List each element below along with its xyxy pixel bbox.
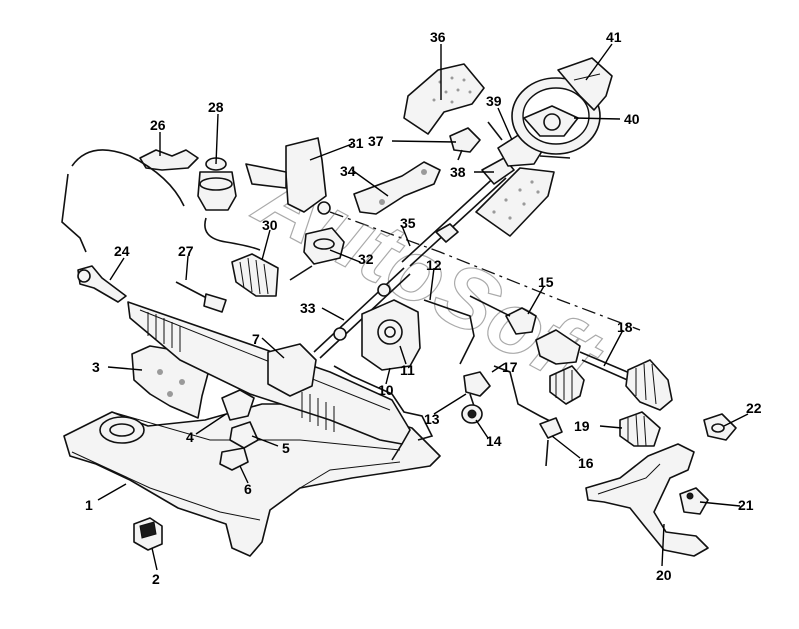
callout-22: 22 [746,400,762,416]
column-shroud [475,167,555,237]
callout-34: 34 [340,163,356,179]
callout-24: 24 [114,243,130,259]
inner-joint [469,295,537,335]
callout-35: 35 [400,215,416,231]
callout-6: 6 [244,481,252,497]
inner-tie-rod [175,281,227,313]
callout-21: 21 [738,497,754,513]
callout-10: 10 [378,382,394,398]
callout-16: 16 [578,455,594,471]
drive-shaft [535,329,673,411]
return-line [493,365,563,467]
valve-fitting [463,371,491,407]
pump-housing [361,299,421,371]
universal-joint [289,227,345,281]
callout-18: 18 [617,319,633,335]
pipe-assembly [333,299,475,461]
callout-30: 30 [262,217,278,233]
callout-28: 28 [208,99,224,115]
tie-rod-end [77,265,127,303]
callout-40: 40 [624,111,640,127]
callout-38: 38 [450,164,466,180]
callout-17: 17 [502,359,518,375]
callout-19: 19 [574,418,590,434]
callout-31: 31 [348,135,364,151]
column-bracket [245,137,331,215]
callout-3: 3 [92,359,100,375]
assembly-axis-line [329,211,641,331]
callout-13: 13 [424,411,440,427]
rack-boot [231,253,279,297]
callout-33: 33 [300,300,316,316]
arm-bushing [703,413,737,441]
leader-lines [97,43,749,571]
callout-14: 14 [486,433,502,449]
callout-1: 1 [85,497,93,513]
rack-clamp [219,389,259,471]
callout-12: 12 [426,257,442,273]
airbag-cover [557,57,613,111]
callout-20: 20 [656,567,672,583]
callout-32: 32 [358,251,374,267]
callout-36: 36 [430,29,446,45]
callout-2: 2 [152,571,160,587]
steering-wheel [511,77,601,155]
callout-27: 27 [178,243,194,259]
callout-26: 26 [150,117,166,133]
callout-39: 39 [486,93,502,109]
callout-15: 15 [538,274,554,290]
callout-4: 4 [186,429,194,445]
callout-37: 37 [368,133,384,149]
callout-labels: 1 2 3 4 5 6 7 10 11 12 13 14 15 16 17 18… [85,29,762,587]
steering-rack [127,301,411,445]
control-arm [585,443,709,557]
mount-bracket [133,517,163,551]
fluid-reservoir [197,157,237,211]
cv-boot [619,411,661,447]
steering-column [401,157,515,267]
bushing [461,404,483,424]
callout-7: 7 [252,331,260,347]
ignition-switch [449,127,481,161]
ball-joint [679,487,709,515]
callout-11: 11 [400,362,415,378]
callout-5: 5 [282,440,290,456]
callout-41: 41 [606,29,622,45]
lock-lever [353,161,441,215]
pressure-hose [61,149,261,253]
upper-shroud [403,63,485,135]
outer-cv-joint [549,365,585,405]
